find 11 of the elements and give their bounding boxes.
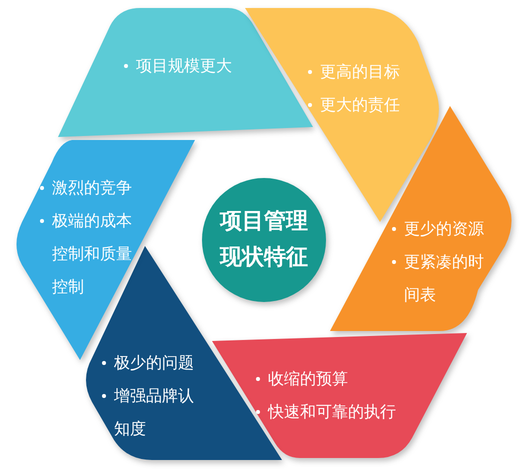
center-title: 项目管理现状特征 (218, 208, 309, 272)
bullet-text: 更少的资源 (390, 212, 490, 245)
bullet-text: 更大的责任 (306, 88, 436, 121)
bullet-text: 增强品牌认知度 (100, 379, 200, 445)
bullet-text: 快速和可靠的执行 (254, 395, 434, 428)
bullet-text: 极端的成本控制和质量控制 (38, 204, 136, 303)
bullet-text: 更高的目标 (306, 55, 436, 88)
bullet-text: 极少的问题 (100, 346, 200, 379)
bullet-text: 激烈的竞争 (38, 171, 136, 204)
bullet-text: 收缩的预算 (254, 362, 434, 395)
bullet-text: 更紧凑的时间表 (390, 245, 490, 311)
